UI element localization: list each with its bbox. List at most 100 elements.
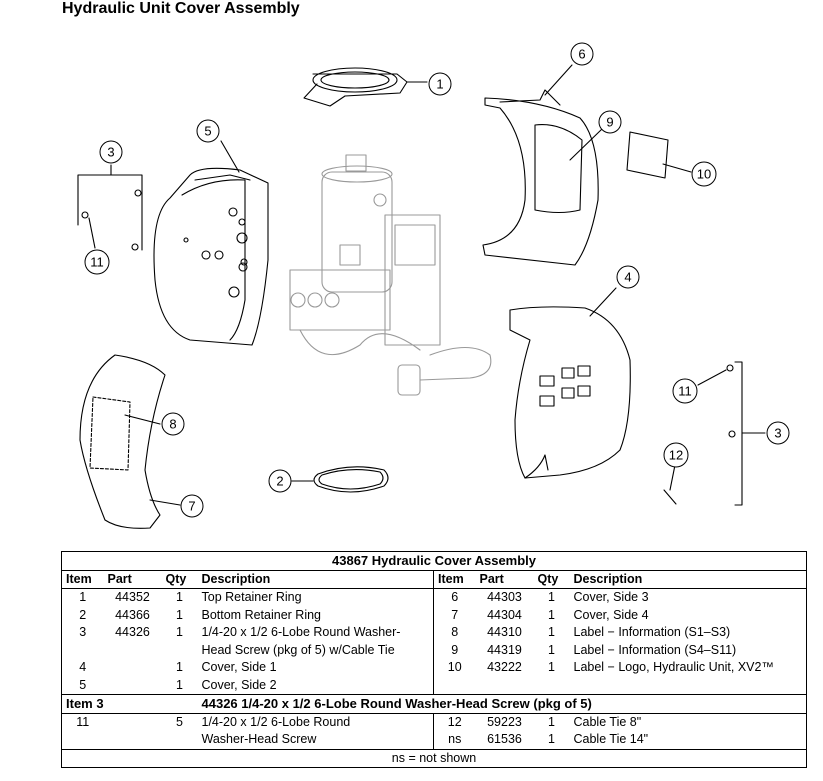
- footnote-row: ns = not shown: [60, 748, 808, 768]
- column-header: Part: [475, 570, 534, 589]
- label-information-s4-s11-part: [534, 124, 603, 214]
- item-cell: 4: [61, 659, 104, 677]
- part-cell: [104, 677, 162, 695]
- callout-12: 12: [663, 442, 689, 468]
- qty-cell: 1: [176, 590, 183, 604]
- description-cell: Top Retainer Ring: [201, 590, 302, 604]
- item-cell: 11: [61, 713, 104, 731]
- svg-text:5: 5: [204, 124, 211, 139]
- svg-text:11: 11: [678, 384, 692, 399]
- qty-cell: 1: [176, 677, 183, 692]
- svg-text:10: 10: [697, 167, 711, 182]
- qty-cell: 1: [548, 625, 555, 639]
- parts-table: 43867 Hydraulic Cover Assembly Item Part…: [60, 551, 808, 768]
- description-cell: Cover, Side 1: [201, 660, 277, 674]
- item-cell: 10: [433, 659, 476, 677]
- part-cell: 44366: [115, 607, 150, 622]
- part-cell: 44303: [487, 590, 522, 604]
- callout-5: 5: [196, 119, 220, 143]
- table-title: 43867 Hydraulic Cover Assembly: [60, 551, 808, 571]
- bottom-retainer-ring-part: [291, 466, 389, 493]
- footnote: ns = not shown: [60, 748, 808, 768]
- svg-text:6: 6: [578, 47, 585, 62]
- item-cell: 8: [433, 624, 476, 642]
- callout-7: 7: [180, 494, 204, 518]
- cover-side-4-part: [79, 354, 181, 529]
- column-header: Item: [433, 570, 476, 589]
- callout-1: 1: [428, 72, 452, 96]
- item-cell: 1: [61, 588, 104, 607]
- table-header-row: Item Part Qty Description Item Part Qty …: [61, 570, 808, 589]
- qty-cell: 1: [176, 607, 183, 622]
- table-row: 2 44366 1 Bottom Retainer Ring 7 44304 1…: [61, 606, 808, 624]
- item-cell: 2: [61, 606, 104, 624]
- exploded-view-diagram: 1 2 3 3 4 5 6 7 8 9 10 11 11 12: [77, 42, 790, 529]
- callout-3-right: 3: [766, 421, 790, 445]
- table-row: Head Screw (pkg of 5) w/Cable Tie 9 4431…: [61, 641, 808, 659]
- cover-side-1-part: [509, 287, 631, 479]
- column-header: Item: [61, 570, 104, 589]
- part-cell: 59223: [487, 714, 522, 729]
- qty-cell: 1: [548, 732, 555, 746]
- description-cell: Label − Information (S1–S3): [569, 624, 808, 642]
- svg-text:12: 12: [669, 448, 683, 463]
- screw-group-right: [663, 361, 766, 506]
- item-cell: 12: [433, 713, 476, 731]
- column-header: Part: [103, 570, 162, 589]
- description-cell: Cable Tie 14": [569, 731, 808, 749]
- table-row: 3 44326 1 1/4-20 x 1/2 6-Lobe Round Wash…: [61, 624, 808, 642]
- qty-cell: 1: [176, 625, 183, 639]
- part-cell: [104, 713, 162, 731]
- part-cell: 43222: [487, 660, 522, 674]
- part-cell: 61536: [487, 732, 522, 746]
- table-row: 11 5 1/4-20 x 1/2 6-Lobe Round 12 59223 …: [61, 713, 808, 731]
- column-header: Description: [197, 570, 434, 589]
- svg-text:3: 3: [774, 426, 781, 441]
- table-row: Washer-Head Screw ns 61536 1 Cable Tie 1…: [61, 731, 808, 749]
- description-cell: Cover, Side 3: [569, 588, 808, 607]
- part-cell: 44304: [487, 607, 522, 622]
- callout-4: 4: [616, 265, 640, 289]
- screw-group-left: [77, 164, 143, 251]
- label-information-s1-s3-part: [89, 396, 131, 471]
- callout-10: 10: [691, 161, 717, 187]
- item-cell: ns: [433, 731, 476, 749]
- column-header: Qty: [161, 570, 198, 589]
- svg-text:3: 3: [107, 145, 114, 160]
- column-header: Qty: [533, 570, 570, 589]
- section-label: Item 3: [61, 694, 198, 714]
- part-cell: 44310: [487, 625, 522, 639]
- callout-6: 6: [570, 42, 594, 66]
- description-cell: 1/4-20 x 1/2 6-Lobe Round Washer-: [201, 625, 401, 639]
- cover-side-3-part: [482, 64, 599, 266]
- page-title: Hydraulic Unit Cover Assembly: [62, 0, 300, 17]
- part-cell: [104, 659, 162, 677]
- part-cell: 44352: [115, 590, 150, 604]
- qty-cell: 1: [548, 642, 555, 657]
- qty-cell: 1: [548, 607, 555, 622]
- svg-text:1: 1: [436, 77, 443, 92]
- section-header-row: Item 3 44326 1/4-20 x 1/2 6-Lobe Round W…: [61, 694, 808, 714]
- qty-cell: 5: [176, 714, 183, 729]
- description-cell-continued: Washer-Head Screw: [201, 732, 317, 746]
- description-cell: Cable Tie 8": [569, 713, 808, 731]
- svg-text:9: 9: [606, 115, 613, 130]
- part-cell: 44319: [487, 642, 522, 657]
- svg-text:4: 4: [624, 270, 631, 285]
- part-cell: 44326: [115, 625, 150, 639]
- description-cell: Cover, Side 4: [569, 606, 808, 624]
- section-title: 44326 1/4-20 x 1/2 6-Lobe Round Washer-H…: [197, 694, 808, 714]
- description-cell-continued: Head Screw (pkg of 5) w/Cable Tie: [201, 642, 395, 657]
- callout-3-left: 3: [99, 140, 123, 164]
- callout-11-left: 11: [84, 249, 110, 275]
- qty-cell: 1: [176, 660, 183, 674]
- qty-cell: 1: [548, 590, 555, 604]
- description-cell: Bottom Retainer Ring: [201, 607, 322, 622]
- qty-cell: 1: [548, 660, 555, 674]
- description-cell: Label − Information (S4–S11): [569, 641, 808, 659]
- callout-8: 8: [161, 412, 185, 436]
- description-cell: 1/4-20 x 1/2 6-Lobe Round: [201, 714, 351, 729]
- label-logo-part: [626, 131, 692, 179]
- column-header: Description: [569, 570, 808, 589]
- cover-side-2-part: [153, 140, 269, 346]
